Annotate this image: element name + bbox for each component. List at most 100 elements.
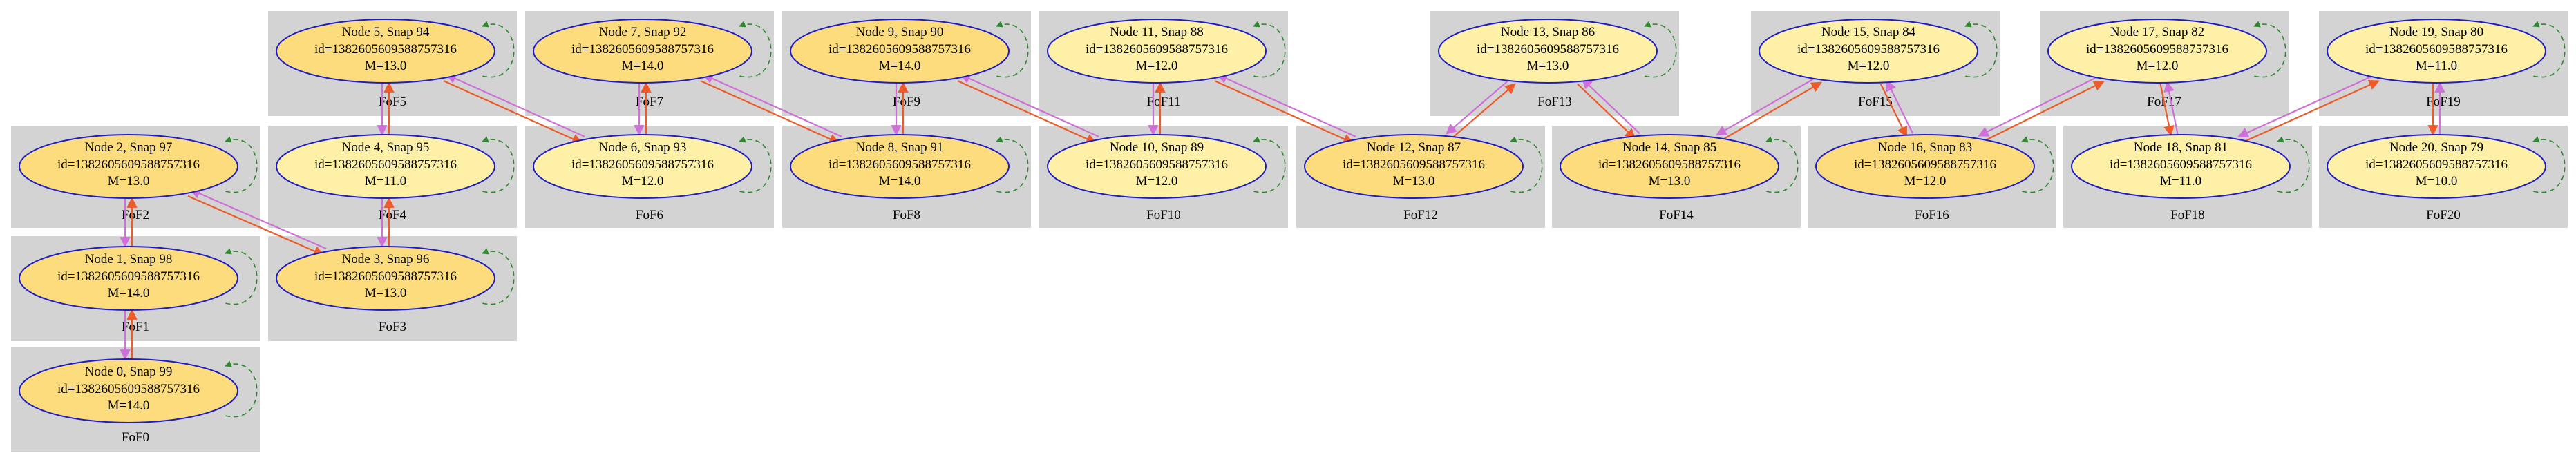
cluster-label: FoF3 [379,320,406,334]
node-3: Node 3, Snap 96id=1382605609588757316M=1… [276,246,515,311]
node-mass: M=14.0 [879,174,921,188]
node-id: id=1382605609588757316 [1598,157,1741,172]
node-mass: M=11.0 [365,174,406,188]
cluster-label: FoF16 [1915,208,1949,222]
node-title: Node 10, Snap 89 [1110,140,1204,155]
edge-progenitor-19-18 [2237,74,2376,138]
node-7: Node 7, Snap 92id=1382605609588757316M=1… [533,19,772,84]
node-mass: M=13.0 [365,286,407,300]
node-title: Node 20, Snap 79 [2389,140,2483,155]
nodes-layer: Node 0, Snap 99id=1382605609588757316M=1… [19,19,2566,423]
node-mass: M=14.0 [108,398,150,413]
node-ellipse [790,19,1010,84]
node-ellipse [19,246,238,311]
node-ellipse [276,134,495,199]
node-title: Node 7, Snap 92 [599,25,687,39]
node-12: Node 12, Snap 87id=1382605609588757316M=… [1304,134,1543,199]
edge-descendant-7-8 [700,80,840,144]
cluster-label: FoF19 [2426,95,2461,109]
cluster-label: FoF8 [893,208,920,222]
node-ellipse [2327,19,2546,84]
node-title: Node 13, Snap 86 [1501,25,1595,39]
edge-descendant-15-16 [1879,84,1908,138]
cluster-label: FoF14 [1659,208,1694,222]
node-id: id=1382605609588757316 [314,157,457,172]
node-title: Node 4, Snap 95 [342,140,430,155]
node-ellipse [1560,134,1779,199]
node-title: Node 12, Snap 87 [1367,140,1461,155]
node-18: Node 18, Snap 81 id=1382605609588757316M=… [2071,134,2310,199]
node-ellipse [19,134,238,199]
edge-progenitor-12-11 [1216,73,1356,137]
node-id: id=1382605609588757316 [2110,157,2252,172]
edge-descendant-11-12 [1214,80,1354,144]
node-10: Node 10, Snap 89id=1382605609588757316M=… [1047,134,1286,199]
node-ellipse [2071,134,2291,199]
node-title: Node 6, Snap 93 [599,140,687,155]
node-ellipse [1304,134,1524,199]
node-title: Node 15, Snap 84 [1821,25,1916,39]
cluster-label: FoF15 [1858,95,1893,109]
cluster-label: FoF18 [2170,208,2205,222]
node-4: Node 4, Snap 95 id=1382605609588757316M=1… [276,134,515,199]
node-id: id=1382605609588757316 [314,269,457,284]
node-title: Node 17, Snap 82 [2110,25,2204,39]
node-0: Node 0, Snap 99id=1382605609588757316M=1… [19,358,258,423]
node-ellipse [1759,19,1978,84]
node-6: Node 6, Snap 93id=1382605609588757316M=1… [533,134,772,199]
cluster-label: FoF5 [379,95,406,109]
edge-progenitor-18-17 [2163,81,2179,135]
node-id: id=1382605609588757316 [1086,157,1228,172]
node-id: id=1382605609588757316 [57,157,200,172]
node-mass: M=13.0 [1649,174,1691,188]
node-id: id=1382605609588757316 [1477,42,1619,57]
node-mass: M=11.0 [2160,174,2201,188]
cluster-label: FoF9 [893,95,920,109]
node-20: Node 20, Snap 79id=1382605609588757316M=… [2327,134,2566,199]
node-ellipse [1047,19,1267,84]
node-8: Node 8, Snap 91id=1382605609588757316M=1… [790,134,1029,199]
node-title: Node 1, Snap 98 [85,252,173,267]
edge-descendant-9-10 [957,80,1097,144]
node-title: Node 18, Snap 81 [2134,140,2228,155]
node-ellipse [533,134,752,199]
node-title: Node 14, Snap 85 [1622,140,1716,155]
node-title: Node 9, Snap 90 [856,25,944,39]
node-1: Node 1, Snap 98 id=1382605609588757316M=1… [19,246,258,311]
node-id: id=1382605609588757316 [571,42,714,57]
node-19: Node 19, Snap 80id=1382605609588757316M=… [2327,19,2566,84]
edge-progenitor-10-9 [959,73,1099,137]
cluster-label: FoF20 [2426,208,2461,222]
node-id: id=1382605609588757316 [1797,42,1940,57]
cluster-label: FoF11 [1147,95,1181,109]
node-mass: M=14.0 [108,286,150,300]
node-ellipse [790,134,1010,199]
node-id: id=1382605609588757316 [2365,157,2508,172]
node-id: id=1382605609588757316 [2086,42,2228,57]
edge-descendant-14-15 [1719,81,1822,142]
cluster-label: FoF2 [122,208,149,222]
node-id: id=1382605609588757316 [828,157,971,172]
node-id: id=1382605609588757316 [57,269,200,284]
node-ellipse [276,246,495,311]
edge-descendant-13-14 [1577,83,1636,139]
edge-descendant-5-6 [443,80,583,144]
node-id: id=1382605609588757316 [1854,157,1996,172]
node-ellipse [2327,134,2546,199]
edge-progenitor-17-16 [1978,75,2101,137]
node-mass: M=13.0 [365,59,407,73]
cluster-label: FoF4 [379,208,407,222]
cluster-label: FoF12 [1403,208,1438,222]
edge-descendant-18-19 [2241,79,2380,144]
node-id: id=1382605609588757316 [57,382,200,396]
edge-progenitor-16-15 [1886,79,1914,134]
node-2: Node 2, Snap 97id=1382605609588757316M=1… [19,134,258,199]
edge-descendant-12-13 [1450,83,1516,140]
node-ellipse [1438,19,1658,84]
node-11: Node 11, Snap 88id=1382605609588757316M=… [1047,19,1286,84]
cluster-label: FoF6 [636,208,663,222]
node-ellipse [533,19,752,84]
node-mass: M=14.0 [879,59,921,73]
cluster-label: FoF10 [1146,208,1181,222]
node-mass: M=13.0 [108,174,150,188]
